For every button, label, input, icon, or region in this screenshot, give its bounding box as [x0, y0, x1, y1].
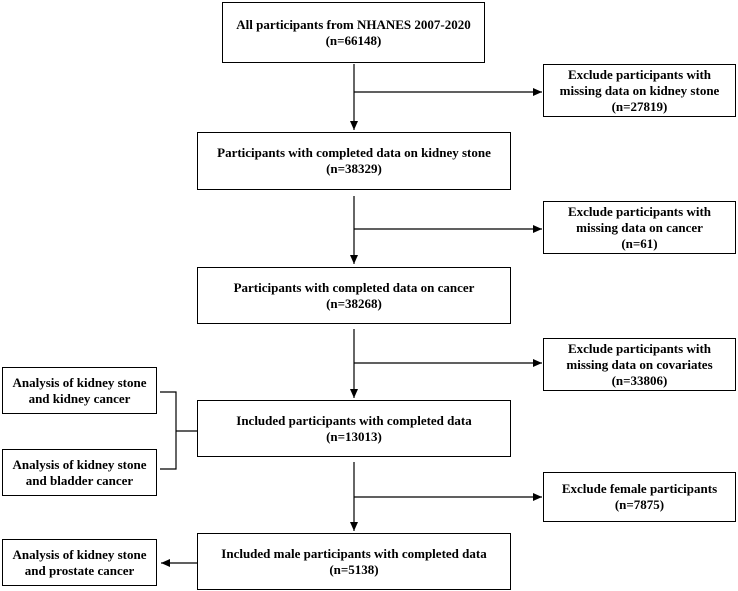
excl-female-line1: Exclude female participants — [561, 481, 718, 496]
box-included-line2: (n=13013) — [326, 428, 382, 444]
analysis-prostate-line2: and prostate cancer — [24, 562, 135, 578]
excl-cov-line3: (n=33806) — [611, 372, 668, 388]
box-male-line1: Included male participants with complete… — [221, 545, 487, 561]
analysis-prostate-line1: Analysis of kidney stone — [12, 546, 147, 562]
box-kidney-stone-data: Participants with completed data on kidn… — [197, 132, 511, 190]
excl-stone-line1: Exclude participants with — [567, 66, 711, 82]
box-included-participants: Included participants with completed dat… — [197, 400, 511, 457]
box-exclude-cancer: Exclude participants with missing data o… — [543, 201, 736, 254]
box-exclude-covariates: Exclude participants with missing data o… — [543, 338, 736, 391]
box-included-line1: Included participants with completed dat… — [236, 412, 472, 428]
analysis-bladder-line1: Analysis of kidney stone — [12, 456, 147, 472]
analysis-kidney-line1: Analysis of kidney stone — [12, 374, 147, 390]
excl-cancer-line2: missing data on cancer — [576, 219, 703, 235]
box-all-line2: (n=66148) — [325, 32, 382, 48]
excl-cancer-line3: (n=61) — [621, 235, 658, 251]
bracket-analyses — [160, 391, 177, 470]
box-male-line2: (n=5138) — [329, 561, 379, 577]
box-all-participants: All participants from NHANES 2007-2020 (… — [222, 2, 485, 63]
box-exclude-kidney-stone: Exclude participants with missing data o… — [543, 64, 736, 117]
box-analysis-bladder-cancer: Analysis of kidney stone and bladder can… — [2, 449, 157, 496]
box-stone-line2: (n=38329) — [326, 161, 382, 176]
box-analysis-kidney-cancer: Analysis of kidney stone and kidney canc… — [2, 367, 157, 414]
analysis-bladder-line2: and bladder cancer — [25, 472, 134, 488]
box-exclude-female: Exclude female participants (n=7875) — [543, 472, 736, 522]
analysis-kidney-line2: and kidney cancer — [28, 390, 131, 406]
box-all-line1: All participants from NHANES 2007-2020 — [236, 16, 471, 32]
excl-cov-line1: Exclude participants with — [567, 340, 711, 356]
excl-female-line2: (n=7875) — [614, 497, 665, 512]
box-cancer-line2: (n=38268) — [326, 295, 382, 311]
excl-cov-line2: missing data on covariates — [566, 356, 713, 372]
box-cancer-line1: Participants with completed data on canc… — [233, 279, 475, 295]
box-male-participants: Included male participants with complete… — [197, 533, 511, 590]
box-stone-line1: Participants with completed data on kidn… — [217, 145, 491, 160]
box-cancer-data: Participants with completed data on canc… — [197, 267, 511, 324]
box-analysis-prostate-cancer: Analysis of kidney stone and prostate ca… — [2, 539, 157, 586]
excl-stone-line3: (n=27819) — [611, 98, 668, 114]
excl-stone-line2: missing data on kidney stone — [559, 82, 720, 98]
excl-cancer-line1: Exclude participants with — [567, 203, 711, 219]
